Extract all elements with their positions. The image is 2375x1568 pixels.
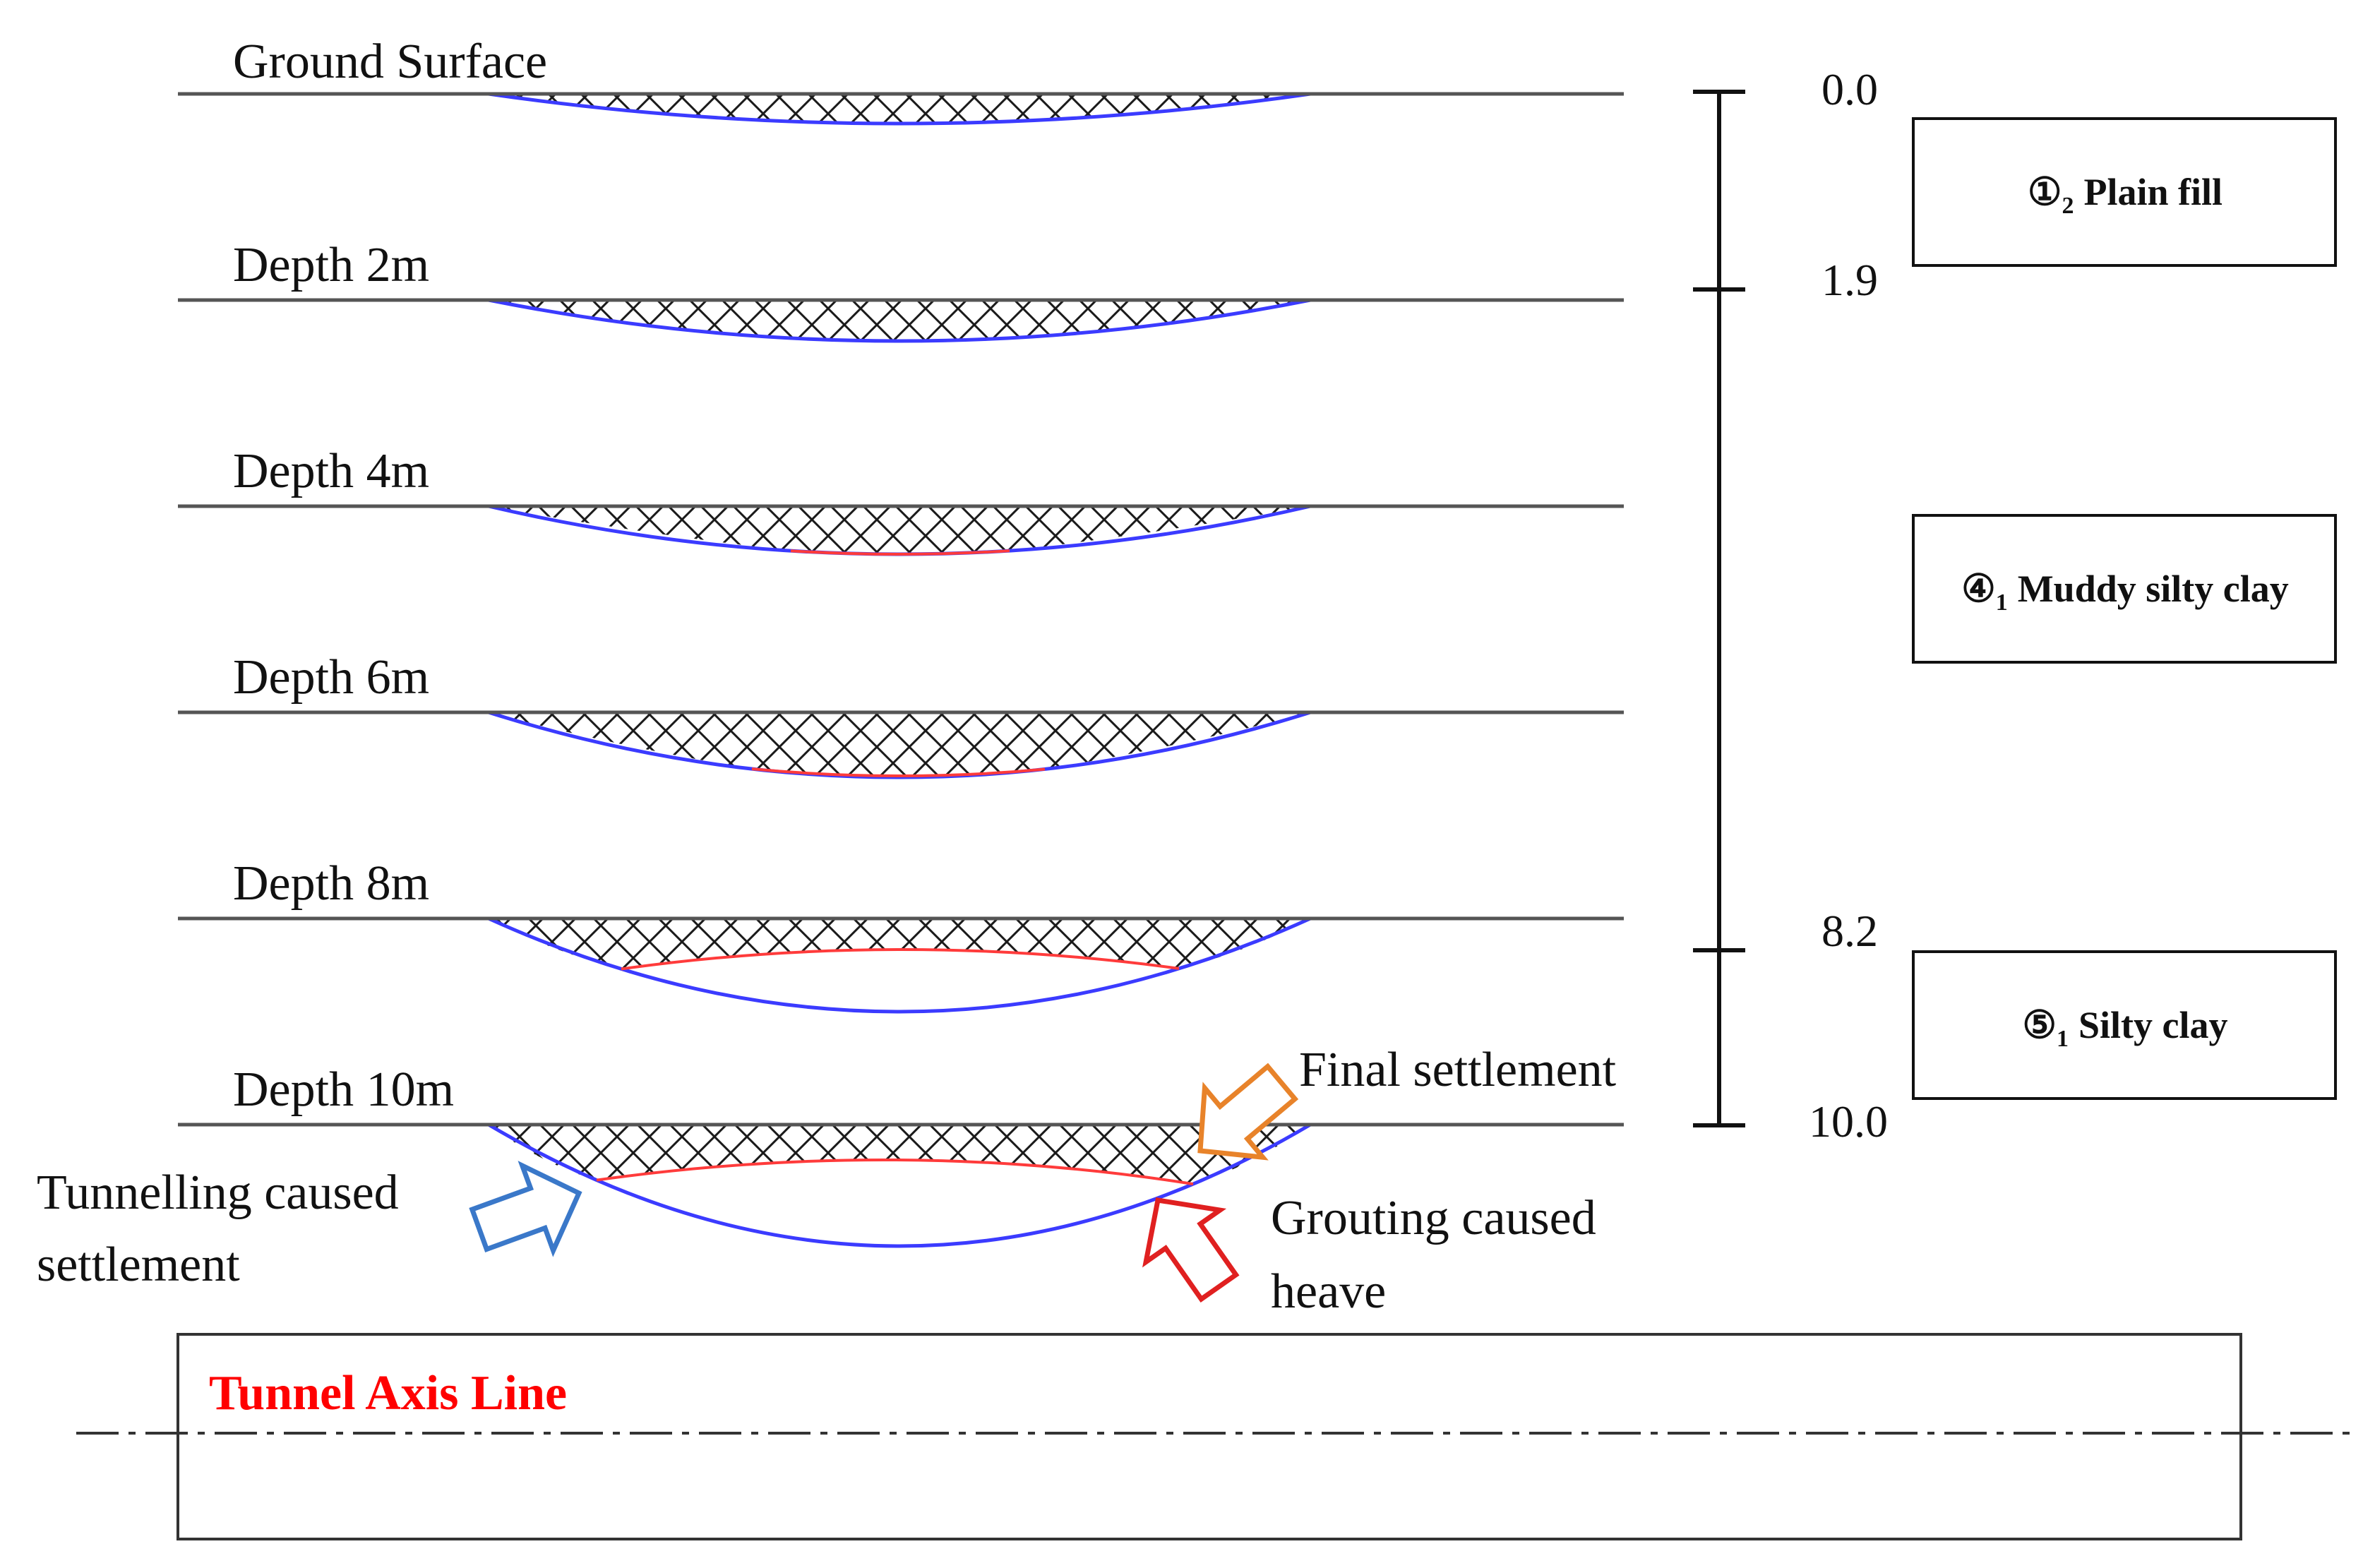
heave-curve-3	[751, 767, 1046, 777]
settlement-curve-1	[488, 298, 1311, 343]
depth-level-5	[178, 1123, 1624, 1248]
annotation-tunnelling-line1: Tunnelling caused	[37, 1166, 399, 1220]
depth-scale: 0.0 1.9 8.2 10.0	[1693, 64, 1888, 1147]
depth-scale-label-0: 0.0	[1821, 64, 1878, 114]
depth-label-10m: Depth 10m	[233, 1063, 454, 1117]
hatch-region-5	[489, 1125, 1310, 1185]
annotation-grouting-line1: Grouting caused	[1271, 1191, 1596, 1245]
grouting-heave-arrow	[1142, 1197, 1240, 1303]
depth-label-6m: Depth 6m	[233, 650, 429, 705]
depth-level-3	[178, 710, 1624, 779]
depth-scale-label-1-9: 1.9	[1821, 255, 1878, 305]
tunnel: Tunnel Axis Line	[76, 1333, 2351, 1540]
tunnel-outline	[177, 1333, 2242, 1540]
depth-levels: Ground Surface Depth 2m Depth 4m Depth 6…	[178, 35, 1624, 1248]
settlement-curve-5	[487, 1123, 1312, 1248]
depth-scale-label-8-2: 8.2	[1821, 906, 1878, 956]
depth-scale-label-10: 10.0	[1809, 1096, 1888, 1147]
final-settlement-arrow	[1197, 1063, 1299, 1161]
annotation-tunnelling-line2: settlement	[37, 1238, 240, 1292]
annotation-final-settlement: Final settlement	[1299, 1043, 1617, 1097]
depth-label-ground-surface: Ground Surface	[233, 35, 547, 89]
tunnel-axis-label: Tunnel Axis Line	[209, 1366, 567, 1420]
soil-box-silty-clay	[1912, 950, 2337, 1100]
depth-label-8m: Depth 8m	[233, 856, 429, 911]
depth-level-2	[178, 504, 1624, 556]
soil-box-plain-fill	[1912, 117, 2337, 267]
settlement-curve-0	[488, 92, 1311, 126]
depth-level-4	[178, 916, 1624, 1014]
tunnelling-settlement-arrow	[469, 1161, 582, 1257]
heave-curve-5	[596, 1158, 1194, 1186]
depth-label-2m: Depth 2m	[233, 238, 429, 292]
settlement-curve-4	[487, 916, 1312, 1014]
depth-label-4m: Depth 4m	[233, 444, 429, 498]
hatch-region-2	[489, 506, 1310, 555]
soil-box-muddy-silty-clay	[1912, 514, 2337, 664]
hatch-region-4	[489, 918, 1310, 969]
annotations: Final settlement Tunnelling caused settl…	[37, 1043, 1617, 1319]
heave-curve-2	[790, 549, 1010, 556]
depth-level-1	[178, 298, 1624, 343]
annotation-grouting-line2: heave	[1271, 1264, 1386, 1319]
hatch-region-3	[489, 712, 1310, 777]
depth-level-0	[178, 92, 1624, 126]
heave-curve-4	[621, 948, 1180, 971]
